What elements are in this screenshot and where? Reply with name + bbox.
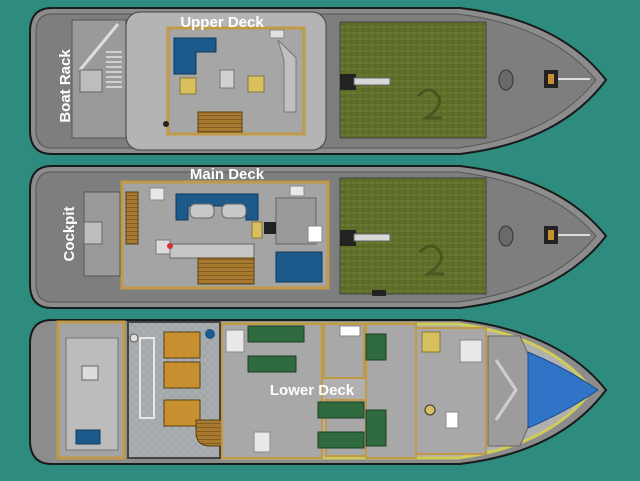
- main-deck-label: Main Deck: [190, 166, 265, 183]
- upper-deck-hull: [29, 7, 608, 155]
- main-deck-hull: [29, 165, 608, 309]
- lower-deck-hull: [29, 319, 608, 465]
- lower-deck-label: Lower Deck: [270, 382, 355, 399]
- upper-deck-label: Upper Deck: [180, 14, 264, 31]
- cockpit-label: Cockpit: [61, 206, 78, 261]
- boat-rack-label: Boat Rack: [57, 49, 74, 123]
